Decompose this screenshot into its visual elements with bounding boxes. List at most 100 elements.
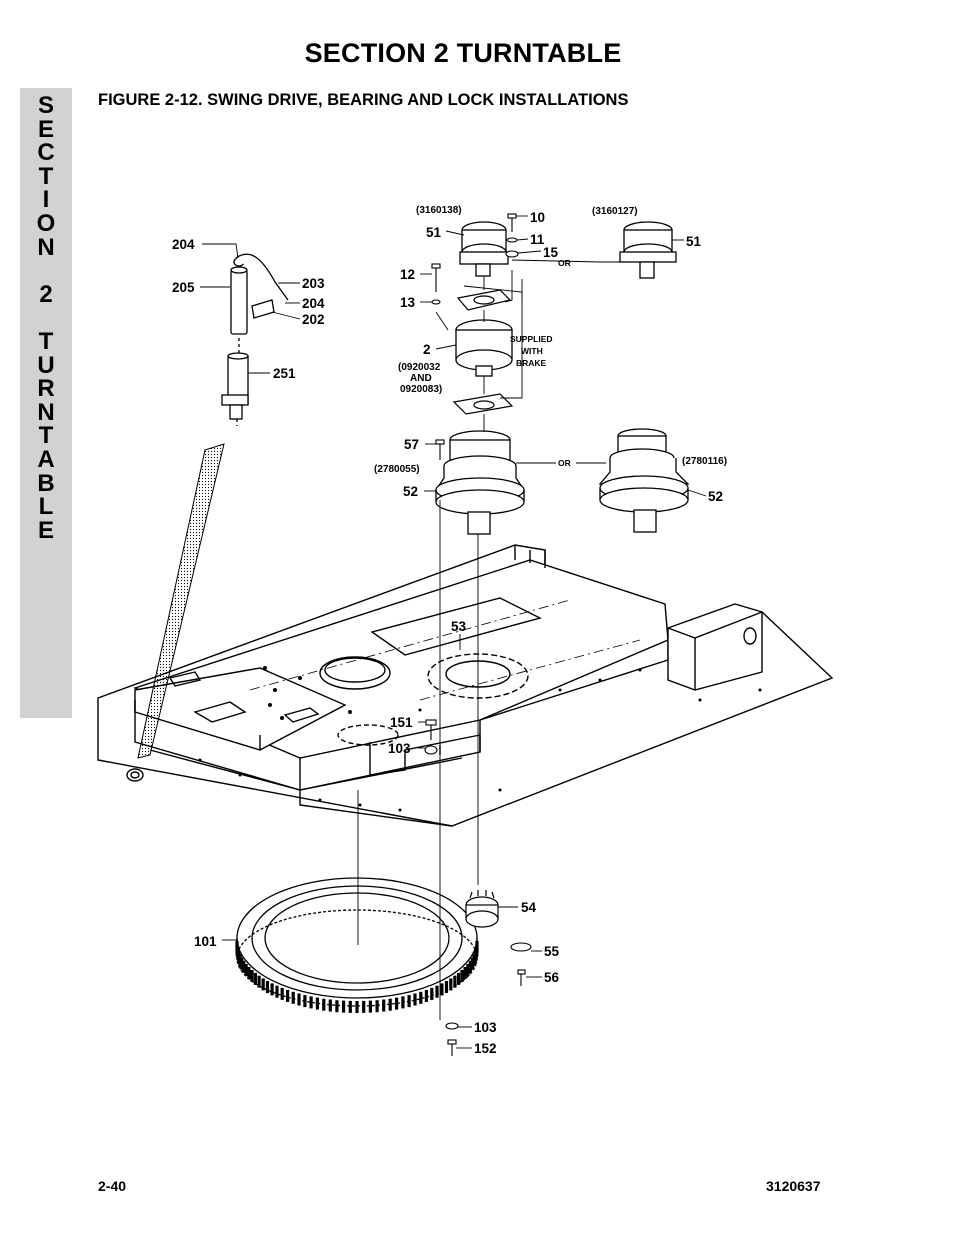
supplied-note-line1: SUPPLIED — [510, 334, 553, 344]
part-number-2780116: (2780116) — [682, 456, 727, 467]
callout-51: 51 — [426, 225, 442, 240]
page-title: SECTION 2 TURNTABLE — [304, 38, 622, 68]
tab-letter: T — [38, 327, 54, 355]
gear-tooth — [253, 972, 257, 985]
callout-15: 15 — [543, 245, 559, 260]
assembly-lines — [357, 259, 620, 1020]
gear-tooth — [430, 987, 434, 1000]
callout-52: 52 — [708, 489, 723, 504]
gear-tooth — [362, 1000, 366, 1013]
swing-motor-3160138 — [459, 221, 509, 277]
gear-tooth — [440, 983, 444, 996]
callout-54: 54 — [521, 900, 537, 915]
or-note: OR — [558, 458, 571, 468]
gear-tooth — [270, 983, 274, 996]
gear-tooth — [315, 997, 319, 1010]
gear-tooth — [472, 954, 476, 967]
leader-lines — [200, 215, 707, 1049]
part-number-0920083: 0920083) — [400, 384, 442, 395]
callout-13: 13 — [400, 295, 416, 310]
lock-pin-shaft — [137, 443, 225, 759]
gear-tooth — [453, 975, 457, 988]
callout-53: 53 — [451, 619, 467, 634]
callout-101: 101 — [194, 934, 217, 949]
brake-unit — [455, 319, 513, 377]
gear-tooth — [470, 957, 474, 970]
gear-tooth — [242, 960, 246, 973]
callout-56: 56 — [544, 970, 560, 985]
gear-tooth — [275, 985, 279, 998]
gear-tooth — [435, 985, 439, 998]
gear-tooth — [388, 998, 392, 1011]
tab-letter: T — [38, 162, 54, 190]
gear-tooth — [460, 970, 464, 982]
part-number-0920032: (0920032 — [398, 362, 441, 373]
tab-letter: E — [37, 516, 54, 544]
tab-letter: N — [37, 398, 55, 426]
swing-drive-2780116 — [598, 428, 690, 533]
gear-tooth — [468, 960, 472, 973]
gear-tooth — [424, 989, 428, 1002]
callout-103: 103 — [474, 1020, 497, 1035]
gear-tooth — [413, 993, 417, 1006]
tab-letter: B — [37, 469, 55, 497]
tab-letter: A — [37, 445, 55, 473]
callout-12: 12 — [400, 267, 415, 282]
section-side-tab: S E C T I O N 2 T U R N T A B L E — [20, 88, 72, 718]
gear-tooth — [280, 987, 284, 1000]
gear-tooth — [250, 970, 254, 982]
gear-tooth — [382, 999, 386, 1012]
part-number-labels: (3160138) (3160127) (0920032 AND 0920083… — [374, 205, 727, 475]
callout-204: 204 — [172, 237, 195, 252]
callout-2: 2 — [423, 342, 431, 357]
part-number-2780055: (2780055) — [374, 464, 420, 475]
gear-tooth — [265, 981, 270, 993]
callout-labels: 204 205 203 204 202 251 51 10 11 15 51 1… — [172, 210, 723, 1056]
gear-tooth — [463, 967, 467, 979]
gear-tooth — [244, 964, 248, 976]
gear-tooth — [257, 975, 261, 988]
tab-letter: E — [37, 115, 54, 143]
side-tab-letters: S E C T I O N 2 T U R N T A B L E — [20, 94, 72, 542]
callout-202: 202 — [302, 312, 325, 327]
tab-letter: O — [36, 209, 56, 237]
turntable-frame — [97, 544, 834, 827]
lock-pin-assembly — [221, 253, 289, 426]
callout-103: 103 — [388, 741, 411, 756]
tab-letter: N — [37, 233, 55, 261]
callout-203: 203 — [302, 276, 325, 291]
gear-tooth — [375, 1000, 379, 1013]
callout-151: 151 — [390, 715, 413, 730]
gear-tooth — [291, 991, 295, 1004]
tab-letter: R — [37, 375, 55, 403]
gasket-upper — [456, 289, 512, 311]
gear-tooth — [297, 993, 301, 1006]
tab-letter: L — [38, 493, 54, 521]
page-number: 2-40 — [98, 1178, 127, 1194]
swing-motor-3160127 — [619, 221, 677, 279]
callout-251: 251 — [273, 366, 296, 381]
callout-205: 205 — [172, 280, 195, 295]
callout-51: 51 — [686, 234, 702, 249]
or-note: OR — [558, 258, 571, 268]
bearing-gear-teeth — [235, 941, 479, 1013]
gear-tooth — [235, 941, 239, 953]
gear-tooth — [449, 978, 453, 991]
gear-tooth — [286, 989, 290, 1002]
gear-tooth — [395, 997, 399, 1010]
document-number: 3120637 — [766, 1178, 821, 1194]
frame-bolt-holes — [198, 666, 762, 812]
callout-10: 10 — [530, 210, 545, 225]
gear-tooth — [401, 996, 405, 1009]
gear-tooth — [419, 991, 423, 1004]
gear-tooth — [457, 972, 461, 985]
gear-tooth — [322, 998, 326, 1011]
pinion-gear — [465, 890, 499, 928]
callout-52: 52 — [403, 484, 418, 499]
tab-letter: C — [37, 139, 55, 167]
gear-tooth — [355, 1001, 359, 1013]
gear-tooth — [240, 957, 244, 970]
tab-letter: T — [38, 422, 54, 450]
callout-204: 204 — [302, 296, 325, 311]
